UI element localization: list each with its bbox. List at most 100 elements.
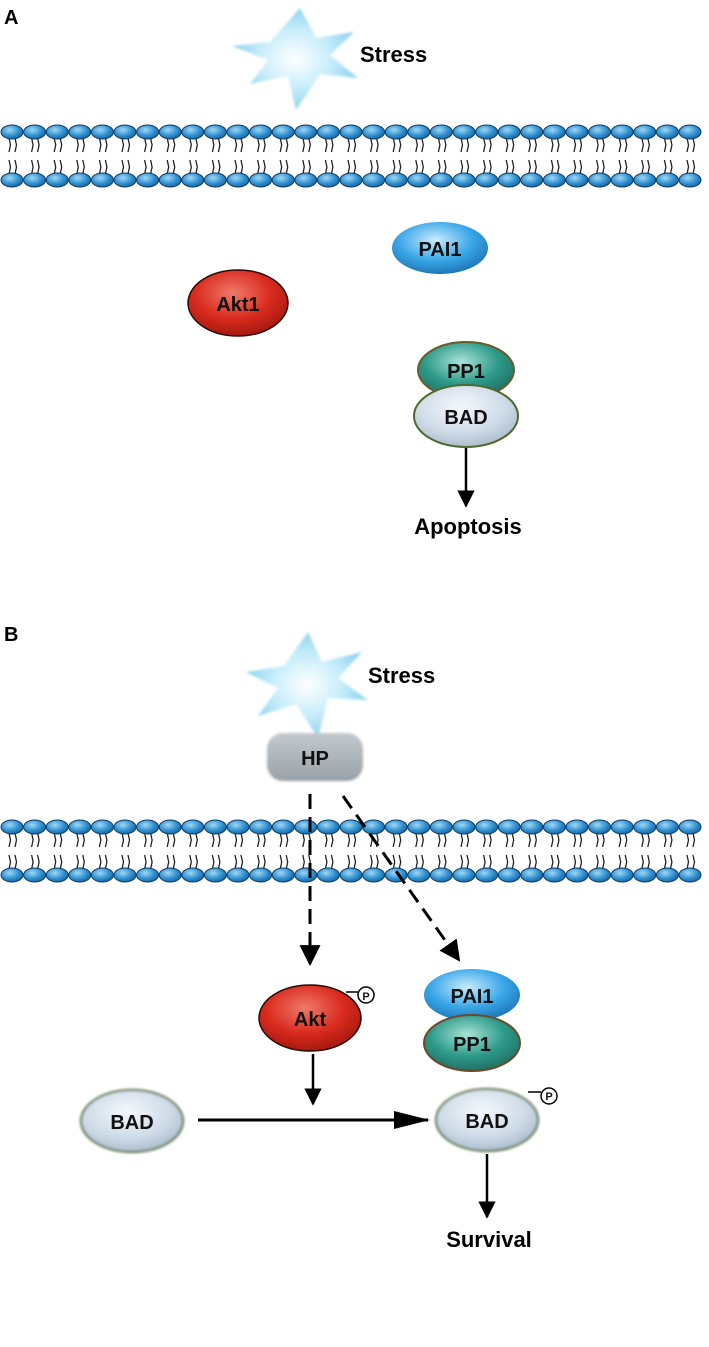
- lipid-tail: [59, 832, 63, 848]
- lipid-tail: [550, 854, 554, 870]
- lipid-tail: [121, 854, 125, 870]
- lipid-tail: [369, 159, 373, 175]
- lipid-head: [429, 867, 453, 883]
- survival-label: Survival: [446, 1227, 532, 1252]
- lipid-tail: [279, 137, 283, 153]
- lipid-tail: [618, 137, 622, 153]
- lipid-head: [588, 172, 612, 188]
- lipid-head: [90, 819, 114, 835]
- lipid-tail: [488, 159, 492, 175]
- lipid-tail: [195, 854, 198, 870]
- cell-membrane-b: [0, 819, 702, 883]
- lipid-head: [158, 172, 182, 188]
- akt1-label: Akt1: [216, 294, 259, 316]
- lipid-tail: [172, 832, 176, 848]
- lipid-tail: [82, 137, 85, 153]
- lipid-tail: [579, 832, 583, 848]
- lipid-tail: [601, 137, 605, 153]
- lipid-head: [226, 124, 250, 140]
- lipid-head: [610, 124, 634, 140]
- lipid-tail: [437, 854, 441, 870]
- panel-b-label: B: [4, 624, 18, 646]
- lipid-tail: [482, 854, 486, 870]
- lipid-tail: [550, 159, 554, 175]
- lipid-head: [588, 867, 612, 883]
- lipid-tail: [421, 137, 424, 153]
- lipid-tail: [104, 137, 108, 153]
- lipid-head: [655, 867, 679, 883]
- lipid-head: [475, 172, 499, 188]
- lipid-tail: [30, 137, 34, 153]
- lipid-tail: [127, 137, 131, 153]
- lipid-tail: [573, 854, 577, 870]
- lipid-tail: [324, 854, 328, 870]
- lipid-head: [68, 124, 92, 140]
- lipid-tail: [14, 832, 18, 848]
- lipid-tail: [279, 854, 283, 870]
- lipid-tail: [195, 159, 198, 175]
- lipid-tail: [302, 159, 305, 175]
- lipid-tail: [302, 832, 305, 848]
- lipid-tail: [308, 137, 311, 153]
- lipid-tail: [330, 159, 334, 175]
- lipid-tail: [534, 137, 537, 153]
- akt-node: Akt: [258, 984, 362, 1052]
- akt-label: Akt: [294, 1009, 327, 1031]
- lipid-head: [542, 172, 566, 188]
- pp1-node-b: PP1: [423, 1014, 521, 1072]
- lipid-head: [294, 819, 318, 835]
- lipid-tail: [76, 832, 79, 848]
- lipid-tail: [36, 159, 40, 175]
- lipid-tail: [595, 854, 599, 870]
- lipid-head: [203, 172, 227, 188]
- lipid-tail: [534, 159, 537, 175]
- lipid-tail: [421, 159, 424, 175]
- lipid-head: [249, 819, 273, 835]
- lipid-head: [23, 124, 47, 140]
- lipid-head: [565, 867, 589, 883]
- lipid-tail: [240, 137, 244, 153]
- lipid-head: [271, 867, 295, 883]
- lipid-head: [520, 172, 544, 188]
- lipid-head: [362, 867, 386, 883]
- lipid-tail: [30, 854, 34, 870]
- lipid-tail: [262, 137, 266, 153]
- bad-node-a: BAD: [413, 384, 519, 448]
- phospho-icon-bad: P: [528, 1087, 558, 1105]
- lipid-tail: [76, 854, 79, 870]
- lipid-tail: [511, 137, 515, 153]
- lipid-head: [520, 819, 544, 835]
- lipid-head: [0, 819, 24, 835]
- lipid-head: [271, 172, 295, 188]
- bad-phospho-node: BAD: [435, 1088, 539, 1152]
- lipid-tail: [324, 137, 328, 153]
- lipid-tail: [641, 854, 644, 870]
- lipid-head: [362, 172, 386, 188]
- lipid-head: [542, 124, 566, 140]
- lipid-tail: [415, 137, 418, 153]
- lipid-head: [452, 172, 476, 188]
- lipid-tail: [82, 854, 85, 870]
- bad-label-b: BAD: [110, 1112, 153, 1134]
- lipid-head: [610, 819, 634, 835]
- lipid-tail: [217, 137, 221, 153]
- lipid-tail: [421, 854, 424, 870]
- lipid-tail: [36, 832, 40, 848]
- lipid-head: [45, 172, 69, 188]
- lipid-head: [68, 172, 92, 188]
- lipid-tail: [579, 137, 583, 153]
- lipid-tail: [375, 854, 379, 870]
- lipid-tail: [347, 137, 351, 153]
- lipid-tail: [189, 854, 192, 870]
- lipid-tail: [528, 137, 531, 153]
- lipid-tail: [482, 159, 486, 175]
- lipid-head: [181, 172, 205, 188]
- lipid-head: [23, 867, 47, 883]
- lipid-head: [45, 124, 69, 140]
- lipid-tail: [663, 854, 667, 870]
- lipid-head: [362, 819, 386, 835]
- lipid-tail: [211, 832, 215, 848]
- lipid-tail: [392, 854, 396, 870]
- lipid-tail: [330, 137, 334, 153]
- akt1-node: Akt1: [187, 269, 289, 337]
